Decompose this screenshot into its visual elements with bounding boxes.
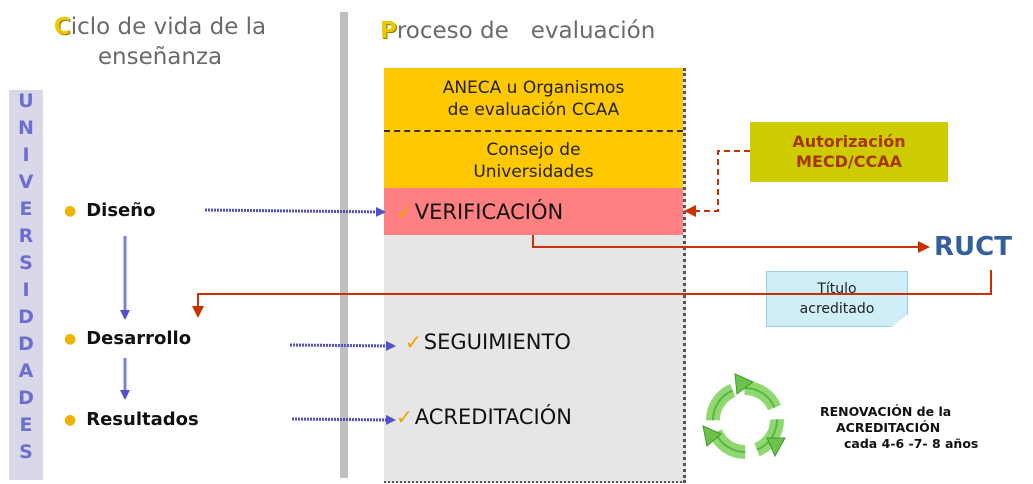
council-box: Consejo de Universidades bbox=[384, 130, 683, 189]
verification-box: ✓VERIFICACIÓN bbox=[384, 188, 683, 235]
agency-box: ANECA u Organismos de evaluación CCAA bbox=[384, 68, 683, 130]
authorization-box: Autorización MECD/CCAA bbox=[750, 122, 948, 182]
development-to-monitoring-arrow bbox=[289, 340, 396, 351]
authorization-line1: Autorización bbox=[792, 132, 906, 151]
universities-letter: D bbox=[18, 387, 34, 409]
universities-letter: D bbox=[18, 306, 34, 328]
council-line1: Consejo de bbox=[486, 139, 581, 160]
lifecycle-heading-initial: C bbox=[53, 14, 71, 40]
bullet-icon: ● bbox=[64, 411, 77, 428]
universities-letter: E bbox=[19, 198, 33, 220]
authorization-connector bbox=[684, 150, 750, 217]
monitoring-step: ✓SEGUIMIENTO bbox=[405, 330, 571, 354]
evaluation-heading: Proceso de evaluación bbox=[380, 16, 700, 46]
stage-results: ● Resultados bbox=[64, 409, 199, 430]
results-to-accreditation-arrow bbox=[291, 414, 396, 425]
universities-letter: D bbox=[18, 333, 34, 355]
universities-letter: N bbox=[18, 117, 34, 139]
renewal-line1: RENOVACIÓN de la bbox=[820, 404, 952, 419]
renewal-text: RENOVACIÓN de la ACREDITACIÓN cada 4-6 -… bbox=[810, 404, 1030, 452]
council-line2: Universidades bbox=[473, 161, 594, 182]
lifecycle-heading-line1: iclo de vida de la bbox=[70, 14, 267, 40]
check-icon: ✓ bbox=[396, 199, 413, 224]
monitoring-label: SEGUIMIENTO bbox=[423, 330, 571, 354]
bullet-icon: ● bbox=[64, 202, 77, 219]
authorization-line2: MECD/CCAA bbox=[796, 152, 902, 171]
accreditation-label: ACREDITACIÓN bbox=[414, 405, 572, 429]
universities-letter: S bbox=[19, 441, 33, 463]
universities-letter: S bbox=[19, 252, 33, 274]
stage-development: ● Desarrollo bbox=[64, 328, 191, 349]
universities-letter: I bbox=[22, 279, 30, 301]
evaluation-heading-text: roceso de evaluación bbox=[396, 18, 656, 44]
accredited-note-line2: acreditado bbox=[799, 301, 875, 317]
stage-results-label: Resultados bbox=[86, 409, 199, 430]
accreditation-step: ✓ACREDITACIÓN bbox=[396, 405, 572, 429]
renewal-line2: ACREDITACIÓN bbox=[836, 420, 941, 435]
universities-letter: A bbox=[18, 360, 34, 382]
verification-label: VERIFICACIÓN bbox=[414, 199, 564, 224]
lifecycle-heading: Ciclo de vida de la enseñanza bbox=[20, 12, 300, 72]
agency-line2: de evaluación CCAA bbox=[447, 100, 620, 120]
design-to-verification-arrow bbox=[204, 206, 386, 217]
universities-letter: U bbox=[18, 90, 34, 112]
universities-letter: E bbox=[19, 414, 33, 436]
verification-to-ruct-arrow bbox=[532, 235, 930, 253]
renewal-line3: cada 4-6 -7- 8 años bbox=[844, 436, 979, 451]
universities-letter: V bbox=[18, 171, 34, 193]
ruct-label: RUCT bbox=[934, 232, 1012, 262]
lifecycle-heading-line2: enseñanza bbox=[97, 44, 223, 70]
universities-letter: R bbox=[18, 225, 34, 247]
universities-bar: U N I V E R S I D D A D E S bbox=[9, 90, 43, 480]
evaluation-heading-initial: P bbox=[380, 18, 397, 44]
recycle-icon bbox=[702, 373, 786, 459]
stage-development-label: Desarrollo bbox=[86, 328, 192, 349]
check-icon: ✓ bbox=[405, 330, 422, 354]
universities-letter: I bbox=[22, 144, 30, 166]
column-divider bbox=[340, 12, 348, 478]
stage-design: ● Diseño bbox=[64, 200, 155, 221]
accredited-title-note: Título acreditado bbox=[766, 271, 908, 327]
stage-design-label: Diseño bbox=[86, 200, 156, 221]
agency-line1: ANECA u Organismos bbox=[442, 78, 625, 98]
check-icon: ✓ bbox=[396, 405, 413, 429]
ruct-to-development-arrow bbox=[192, 270, 992, 318]
bullet-icon: ● bbox=[64, 330, 77, 347]
